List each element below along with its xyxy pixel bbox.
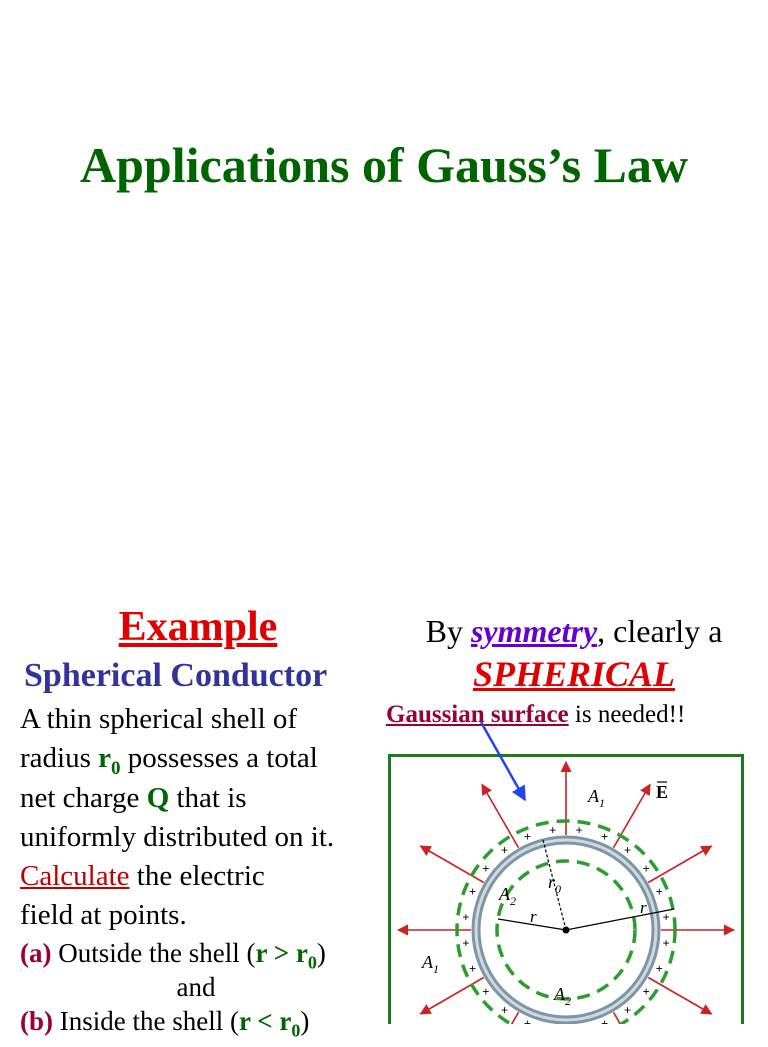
label-r-inner: r (530, 907, 537, 926)
case-b-label: (b) (20, 1006, 53, 1036)
field-line (647, 845, 713, 884)
label-a2-inner: A2 (498, 884, 516, 908)
outer-gaussian-surface (455, 819, 677, 1024)
text: that is (169, 781, 247, 814)
text: possesses a total (120, 742, 318, 775)
problem-line: field at points. (20, 899, 187, 932)
plus-charge: + (482, 984, 489, 998)
gaussian-surface-line: Gaussian surface is needed!! (386, 701, 686, 728)
plus-charge: + (624, 1003, 631, 1017)
cases-list: (a) Outside the shell (r > r0) and (b) I… (20, 936, 390, 1041)
plus-charge: + (469, 962, 476, 976)
page-title: Applications of Gauss’s Law (80, 137, 688, 193)
plus-charge: + (643, 862, 650, 876)
spherical-conductor-heading: Spherical Conductor (24, 657, 328, 694)
plus-charge: + (663, 936, 670, 950)
plus-charge: + (524, 830, 531, 844)
plus-charge: + (501, 843, 508, 857)
problem-statement: A thin spherical shell of radius r0 poss… (20, 700, 380, 936)
case-b-condition: r < r0 (238, 1006, 301, 1041)
example-heading: Example (118, 604, 278, 650)
gaussian-surface-term: Gaussian surface (386, 701, 569, 728)
plus-charge: + (601, 1016, 608, 1024)
gauss-sphere-figure: ++++++++++++++++++++++++ A1 E A2 r0 r r … (388, 754, 744, 1024)
case-a-condition: r > r0 (255, 938, 317, 973)
plus-charge: + (482, 862, 489, 876)
calculate-word: Calculate (20, 860, 130, 893)
and-text: and (176, 972, 216, 1002)
problem-line: Calculate the electric (20, 857, 380, 896)
center-point (562, 926, 570, 934)
conducting-shell-highlight (474, 838, 658, 1022)
plus-charge: + (524, 1016, 531, 1024)
label-r0: r0 (548, 872, 561, 896)
plus-charge: + (462, 936, 469, 950)
text: radius (20, 742, 99, 775)
problem-line: radius r0 possesses a total (20, 739, 380, 780)
plus-charge: + (469, 884, 476, 898)
plus-charge: + (601, 830, 608, 844)
field-line (647, 976, 713, 1015)
case-b: (b) Inside the shell (r < r0) (20, 1006, 310, 1041)
radius-symbol: r0 (98, 742, 121, 780)
plus-charge: + (656, 884, 663, 898)
charge-symbol: Q (146, 781, 170, 814)
plus-charge: + (643, 984, 650, 998)
label-a1-left: A1 (421, 952, 439, 976)
case-a-label: (a) (20, 938, 52, 968)
plus-charge: + (549, 823, 556, 837)
plus-charge: + (462, 910, 469, 924)
field-line (510, 1011, 520, 1024)
text: net charge (20, 781, 147, 814)
problem-line: net charge Q that is (20, 779, 380, 818)
plus-charge: + (501, 1003, 508, 1017)
label-a2-bottom: A2 (553, 984, 571, 1008)
problem-line: uniformly distributed on it. (20, 820, 335, 853)
symmetry-line: By symmetry, clearly a (425, 613, 723, 649)
inner-gaussian-surface (495, 859, 637, 1001)
surface-charges: ++++++++++++++++++++++++ (462, 823, 669, 1024)
r0-radius-line (542, 839, 567, 931)
plus-charge: + (663, 910, 670, 924)
plus-charge: + (624, 843, 631, 857)
text: the electric (129, 860, 265, 893)
label-r-outer: r (640, 898, 647, 917)
case-a: (a) Outside the shell (r > r0) (20, 938, 326, 973)
spherical-word: SPHERICAL (472, 654, 676, 694)
problem-line: A thin spherical shell of (20, 703, 298, 735)
plus-charge: + (576, 823, 583, 837)
figure-svg: ++++++++++++++++++++++++ A1 E A2 r0 r r … (388, 754, 744, 1024)
field-line (612, 783, 651, 849)
field-line (612, 1011, 622, 1024)
inner-r-line (497, 918, 567, 931)
outer-r-line (565, 908, 675, 931)
field-line (419, 976, 485, 1015)
plus-charge: + (656, 962, 663, 976)
label-a1-top: A1 (587, 786, 605, 810)
field-line (419, 845, 485, 884)
label-e-vector: E (656, 782, 668, 802)
symmetry-word: symmetry (470, 613, 598, 649)
